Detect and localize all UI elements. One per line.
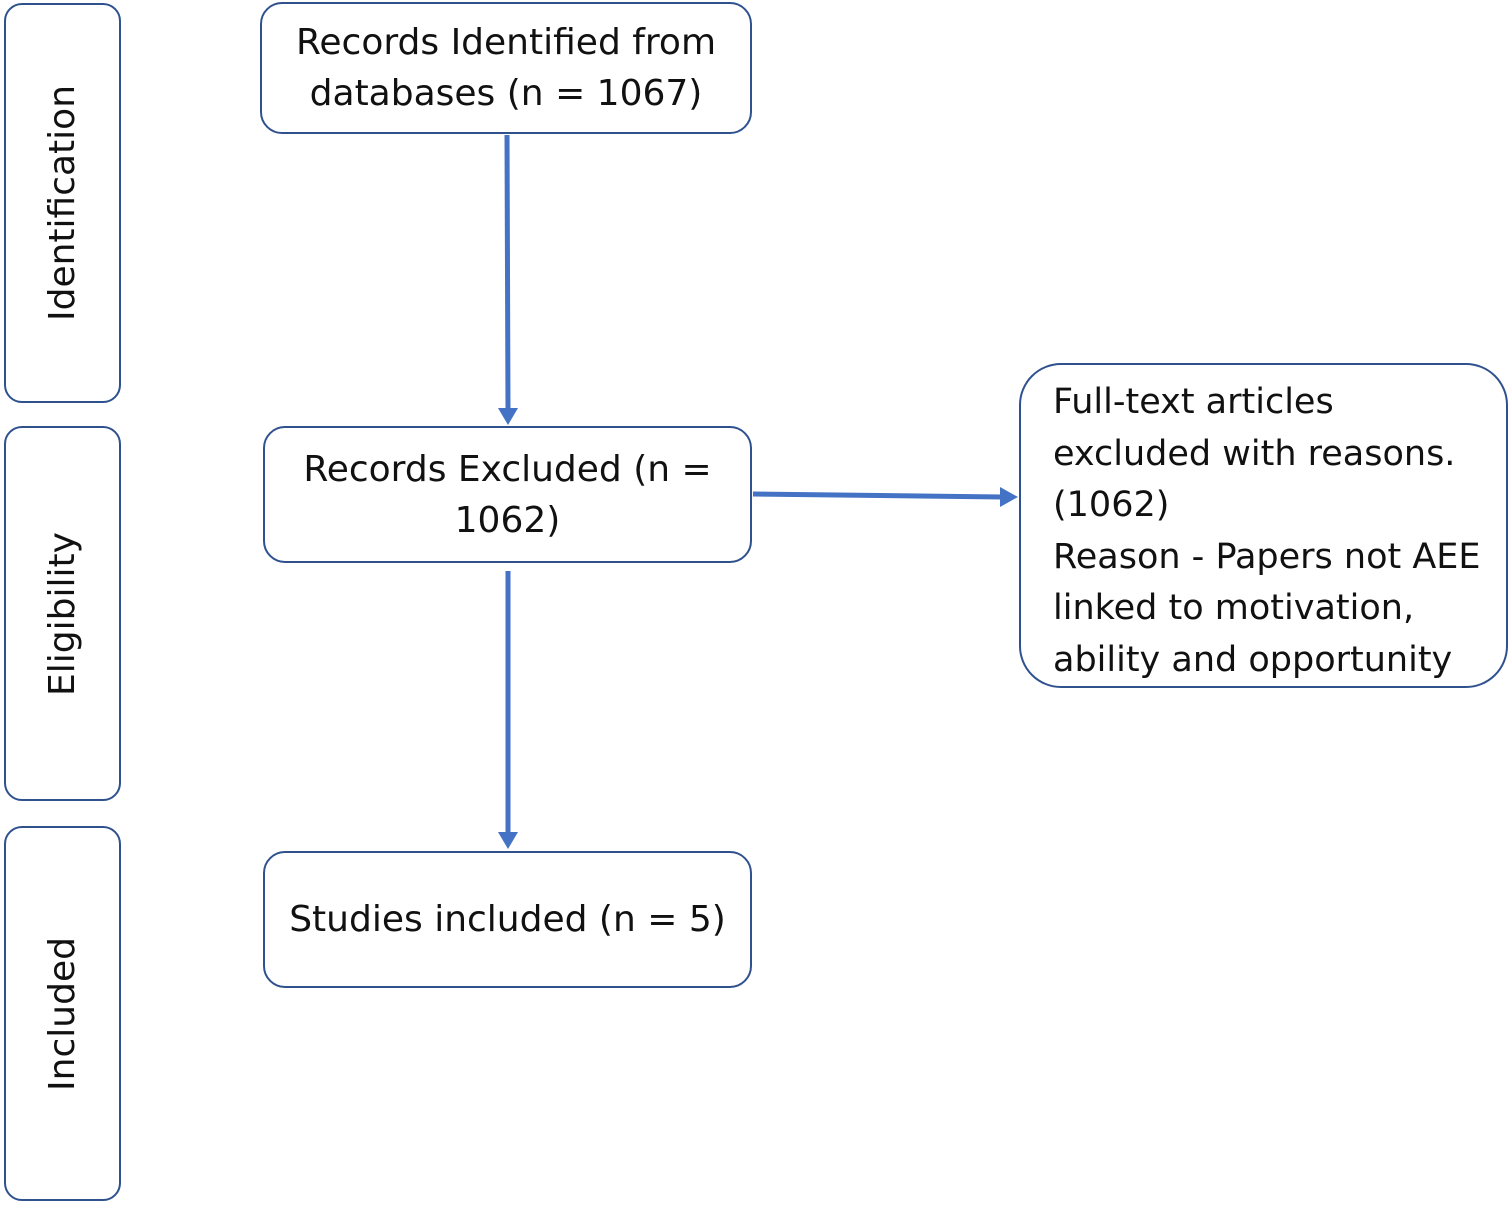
studies-included-box: Studies included (n = 5) xyxy=(263,851,752,988)
fulltext-excluded-line: ability and opportunity xyxy=(1053,639,1453,680)
records-identified-line1: Records Identified from xyxy=(295,22,717,63)
arrow-excluded-to-reasons xyxy=(752,491,1003,500)
fulltext-excluded-line: Reason - Papers not AEE xyxy=(1053,536,1481,577)
fulltext-excluded-line: linked to motivation, xyxy=(1053,588,1415,628)
records-excluded-line1: Records Excluded (n = xyxy=(303,448,712,490)
fulltext-excluded-line: excluded with reasons. xyxy=(1053,433,1456,474)
fulltext-excluded-line: (1062) xyxy=(1053,485,1170,525)
arrow-identified-to-excluded xyxy=(504,134,511,411)
arrowhead-down-2 xyxy=(498,832,518,849)
arrowhead-down-1 xyxy=(498,408,518,425)
fulltext-excluded-box: Full-text articles excluded with reasons… xyxy=(1019,363,1508,688)
records-identified-box: Records Identified from databases (n = 1… xyxy=(260,2,752,134)
records-excluded-line2: 1062) xyxy=(454,499,561,541)
stage-eligibility: Eligibility xyxy=(4,426,121,801)
arrowhead-right xyxy=(1000,487,1018,507)
records-identified-line2: databases (n = 1067) xyxy=(309,73,703,114)
studies-included-line1: Studies included (n = 5) xyxy=(289,899,726,940)
stage-included: Included xyxy=(4,826,121,1201)
stage-identification: Identification xyxy=(4,3,121,403)
fulltext-excluded-line: Full-text articles xyxy=(1053,382,1334,422)
records-excluded-box: Records Excluded (n = 1062) xyxy=(263,426,752,563)
